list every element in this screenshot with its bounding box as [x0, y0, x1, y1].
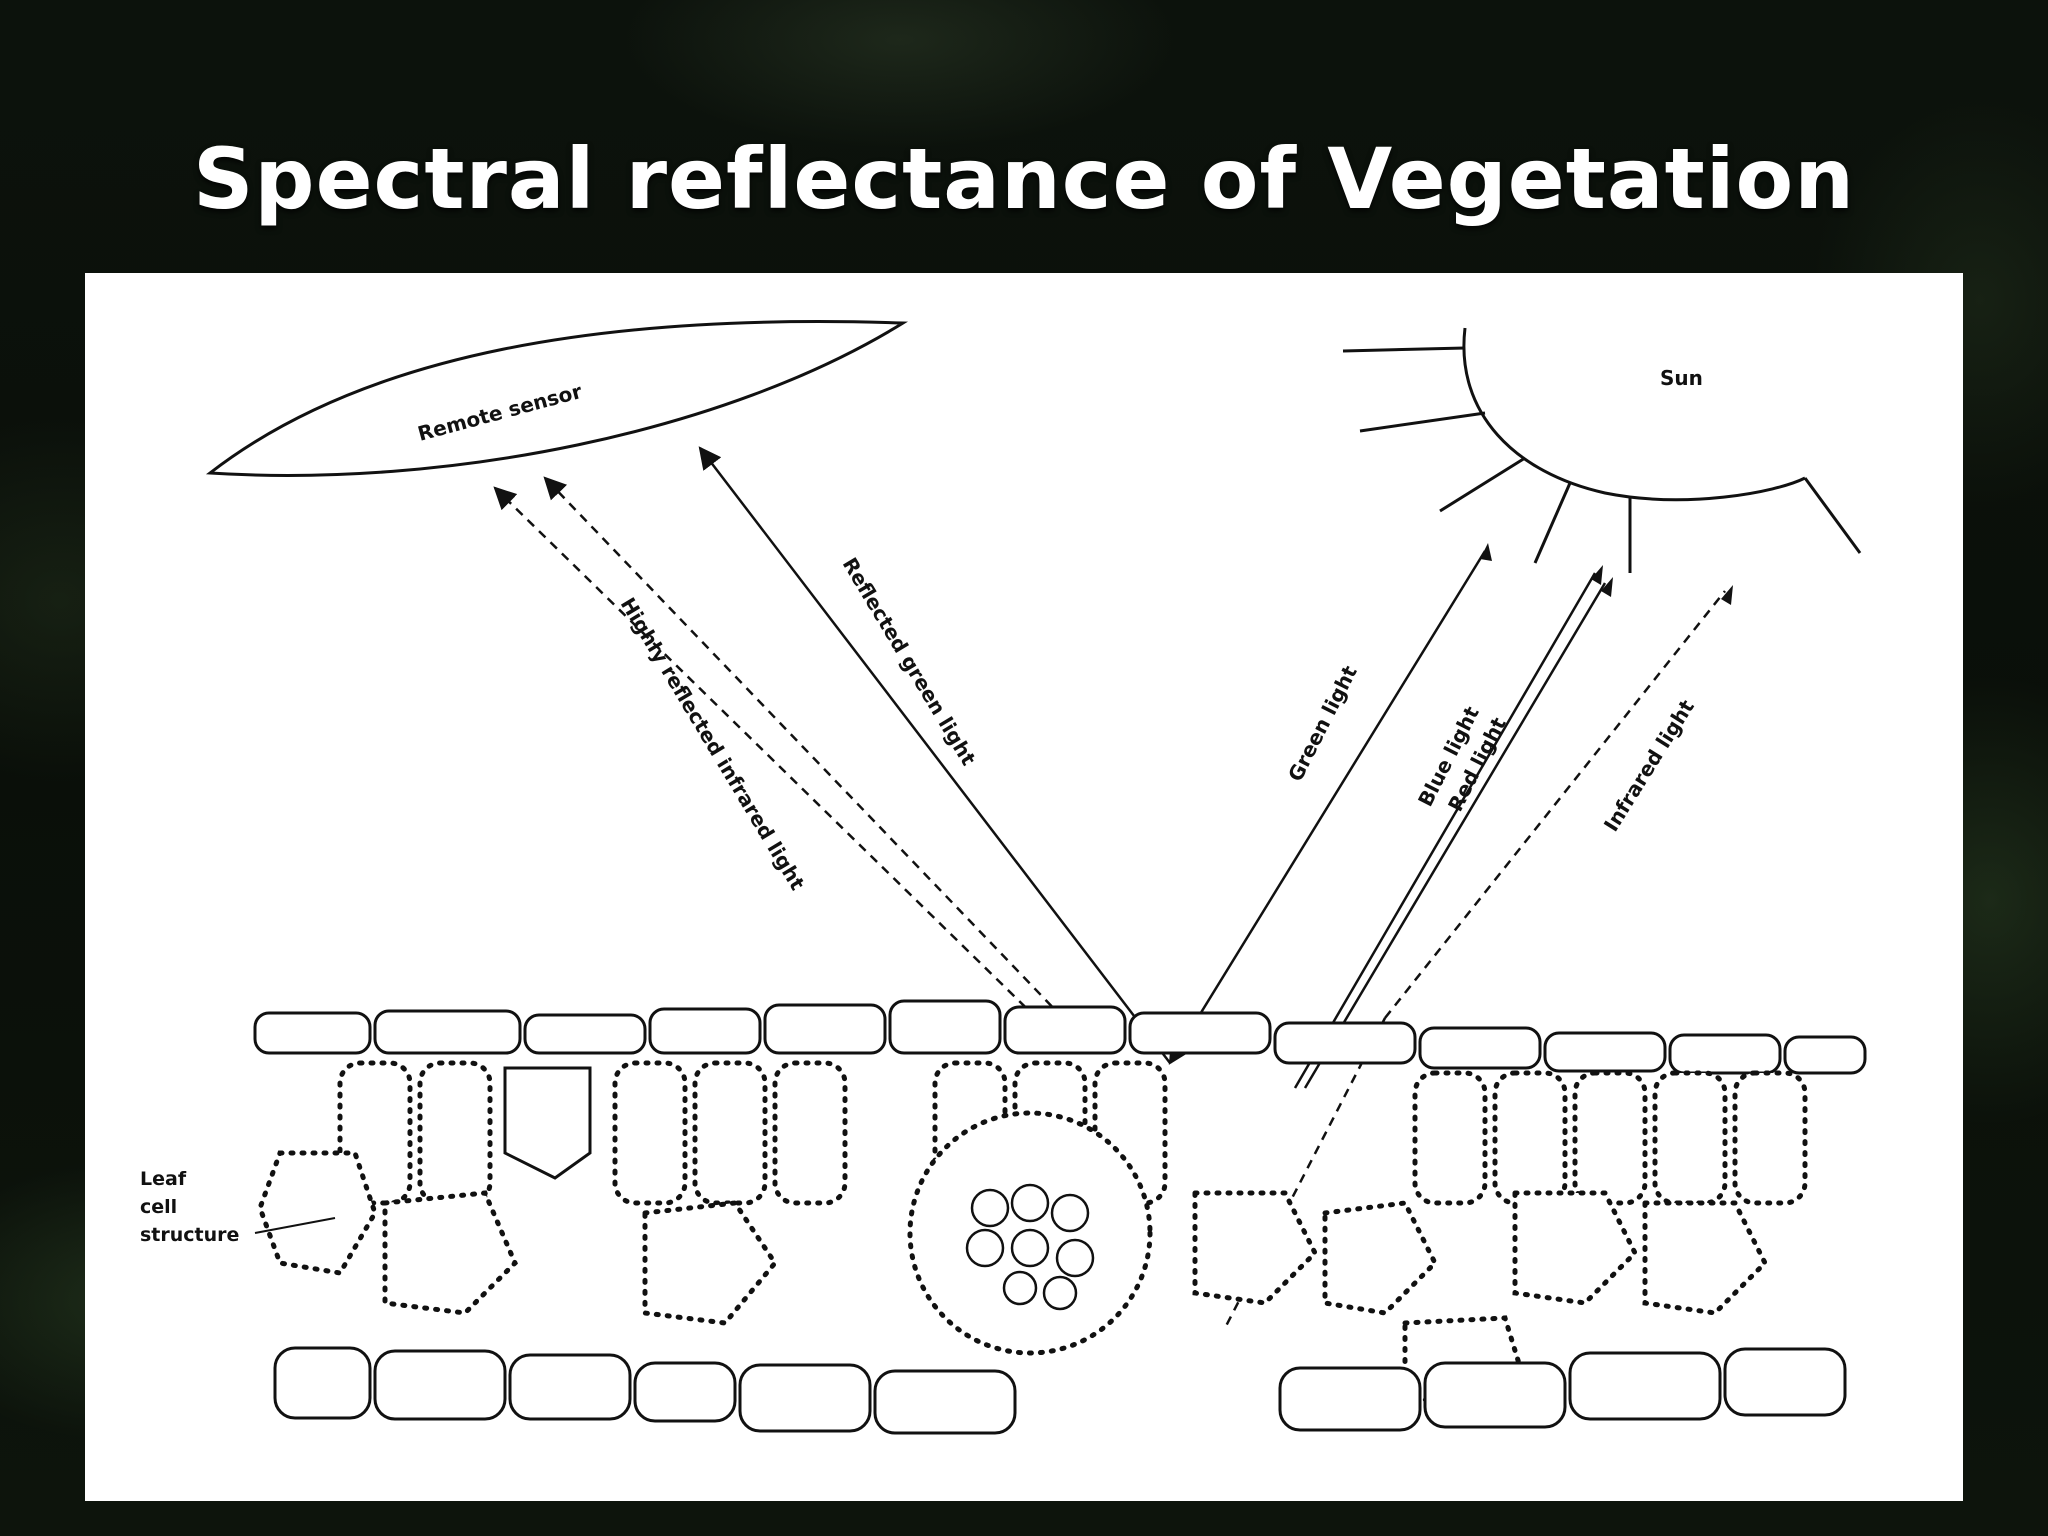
- reflected-rays: [493, 446, 1171, 1064]
- reflected-infrared-ray-1: [493, 486, 1061, 1042]
- reflected-infrared-ray-2: [543, 476, 1086, 1042]
- slide-title: Spectral reflectance of Vegetation: [192, 130, 1856, 228]
- ray-labels: Green light Blue light Red light Infrare…: [616, 553, 1699, 894]
- highly-reflected-infrared-label: Highly reflected infrared light: [616, 593, 810, 894]
- leaf-cell-structure: [253, 999, 1867, 1435]
- sun: Sun: [1342, 327, 1862, 573]
- blue-light-ray: [1293, 572, 1597, 1089]
- svg-text:cell: cell: [140, 1196, 177, 1218]
- sun-label: Sun: [1660, 366, 1703, 390]
- reflected-green-label: Reflected green light: [838, 553, 981, 770]
- svg-text:structure: structure: [140, 1224, 239, 1246]
- leaf-label: Leaf cell structure: [140, 1168, 336, 1246]
- green-light-ray: [1168, 550, 1487, 1065]
- svg-text:Leaf: Leaf: [140, 1168, 187, 1190]
- remote-sensor: Remote sensor: [205, 320, 909, 477]
- reflected-green-ray: [698, 446, 1171, 1064]
- diagram-panel: Remote sensor Sun Green light Blue light…: [85, 273, 1963, 1501]
- red-light-ray: [1303, 582, 1607, 1089]
- infrared-light-label: Infrared light: [1599, 695, 1699, 836]
- infrared-light-ray: [1384, 590, 1726, 1019]
- green-light-label: Green light: [1283, 661, 1362, 785]
